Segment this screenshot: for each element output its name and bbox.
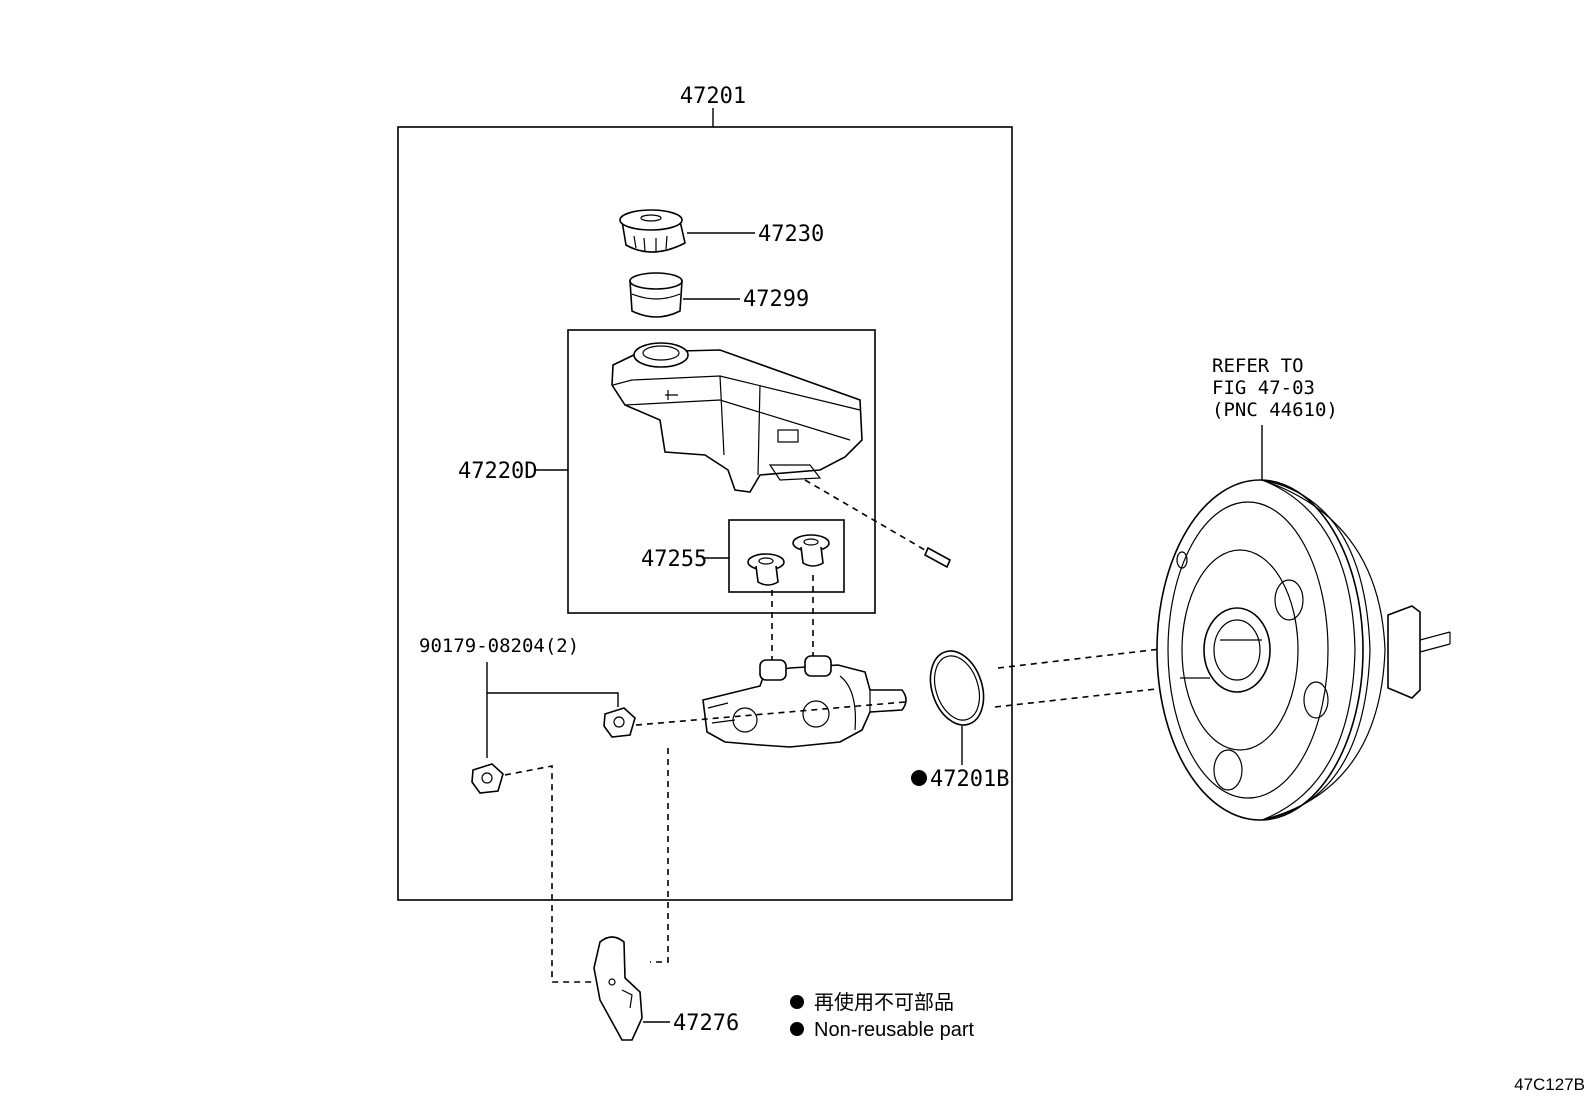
legend-english: Non-reusable part: [814, 1019, 975, 1041]
nuts-group: 90179-08204(2): [419, 635, 669, 983]
reservoir-subframe: [567, 329, 876, 614]
booster-pushrod: [1387, 605, 1451, 699]
part-label-90179-08204[interactable]: 90179-08204(2): [419, 635, 579, 657]
part-label-47299[interactable]: 47299: [743, 287, 809, 312]
legend-bullet-english: [790, 1022, 804, 1036]
reservoir-tank[interactable]: [611, 342, 863, 493]
master-cylinder-body[interactable]: [702, 655, 907, 748]
legend-japanese: 再使用不可部品: [814, 991, 954, 1014]
part-label-47255[interactable]: 47255: [641, 547, 707, 572]
gasket-47201B[interactable]: 47201B: [911, 644, 1009, 792]
nut-lower[interactable]: [471, 763, 504, 794]
reservoir-cap-47230[interactable]: 47230: [619, 209, 824, 253]
part-label-47220D[interactable]: 47220D: [458, 459, 537, 484]
level-sensor-pin: [923, 546, 952, 569]
part-label-47230[interactable]: 47230: [758, 222, 824, 247]
nut-upper[interactable]: [603, 707, 636, 738]
refer-note-line-2: FIG 47-03: [1212, 377, 1315, 399]
part-label-47201B[interactable]: 47201B: [930, 767, 1009, 792]
part-label-47276[interactable]: 47276: [673, 1011, 739, 1036]
legend-bullet-japanese: [790, 995, 804, 1009]
legend: 再使用不可部品 Non-reusable part: [790, 991, 975, 1041]
figure-id: 47C127B: [1514, 1075, 1585, 1094]
grommet-subframe: [728, 519, 845, 593]
non-reusable-marker-47201B: [911, 770, 927, 786]
bracket-47276[interactable]: 47276: [593, 936, 739, 1041]
reservoir-strainer-47299[interactable]: 47299: [629, 272, 809, 318]
refer-note-line-3: (PNC 44610): [1212, 399, 1338, 421]
sensor-dashed-line: [804, 479, 926, 551]
brake-booster[interactable]: [1156, 425, 1451, 821]
reservoir-47220D-group: 47220D 47255: [458, 329, 952, 614]
part-label-47201[interactable]: 47201: [680, 84, 746, 109]
grommet-right[interactable]: [792, 534, 830, 567]
assembly-frame: [397, 126, 1013, 901]
grommet-left[interactable]: [747, 553, 785, 586]
refer-note-line-1: REFER TO: [1212, 355, 1304, 377]
assembly-47201-group: 47201: [397, 84, 1013, 901]
